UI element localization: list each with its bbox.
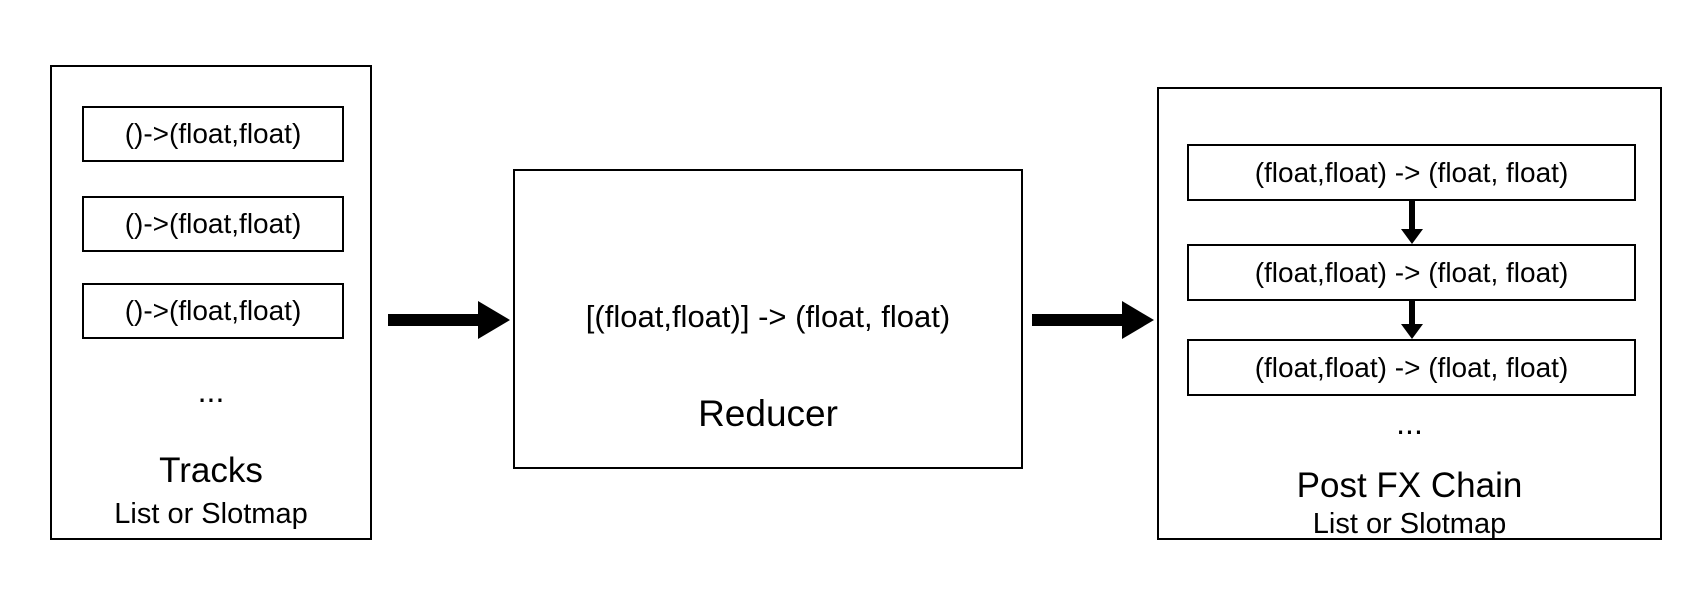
arrow-shaft [1409, 301, 1415, 324]
postfx-ellipsis: ... [1396, 405, 1423, 441]
postfx-chain-arrow [1397, 201, 1427, 244]
postfx-container: (float,float) -> (float, float) (float,f… [1157, 87, 1662, 540]
reducer-title: Reducer [698, 393, 838, 434]
arrow-head-icon [1401, 324, 1423, 339]
arrow-shaft [1032, 314, 1122, 326]
track-item: ()->(float,float) [82, 196, 344, 252]
tracks-container: ()->(float,float) ()->(float,float) ()->… [50, 65, 372, 540]
tracks-to-reducer-arrow [388, 301, 510, 339]
arrow-head-icon [1401, 229, 1423, 244]
postfx-subtitle: List or Slotmap [1312, 508, 1507, 540]
postfx-chain-arrow [1397, 301, 1427, 339]
arrow-head-icon [478, 301, 510, 339]
arrow-shaft [388, 314, 478, 326]
tracks-subtitle: List or Slotmap [114, 498, 308, 530]
track-item: ()->(float,float) [82, 283, 344, 339]
postfx-item: (float,float) -> (float, float) [1187, 244, 1636, 301]
postfx-title: Post FX Chain [1296, 466, 1523, 505]
tracks-ellipsis: ... [197, 373, 225, 409]
track-item: ()->(float,float) [82, 106, 344, 162]
arrow-shaft [1409, 201, 1415, 229]
postfx-item: (float,float) -> (float, float) [1187, 339, 1636, 396]
reducer-box: [(float,float)] -> (float, float) Reduce… [513, 169, 1023, 469]
postfx-item: (float,float) -> (float, float) [1187, 144, 1636, 201]
tracks-title: Tracks [159, 451, 263, 490]
reducer-signature: [(float,float)] -> (float, float) [585, 299, 951, 334]
arrow-head-icon [1122, 301, 1154, 339]
reducer-to-postfx-arrow [1032, 301, 1154, 339]
